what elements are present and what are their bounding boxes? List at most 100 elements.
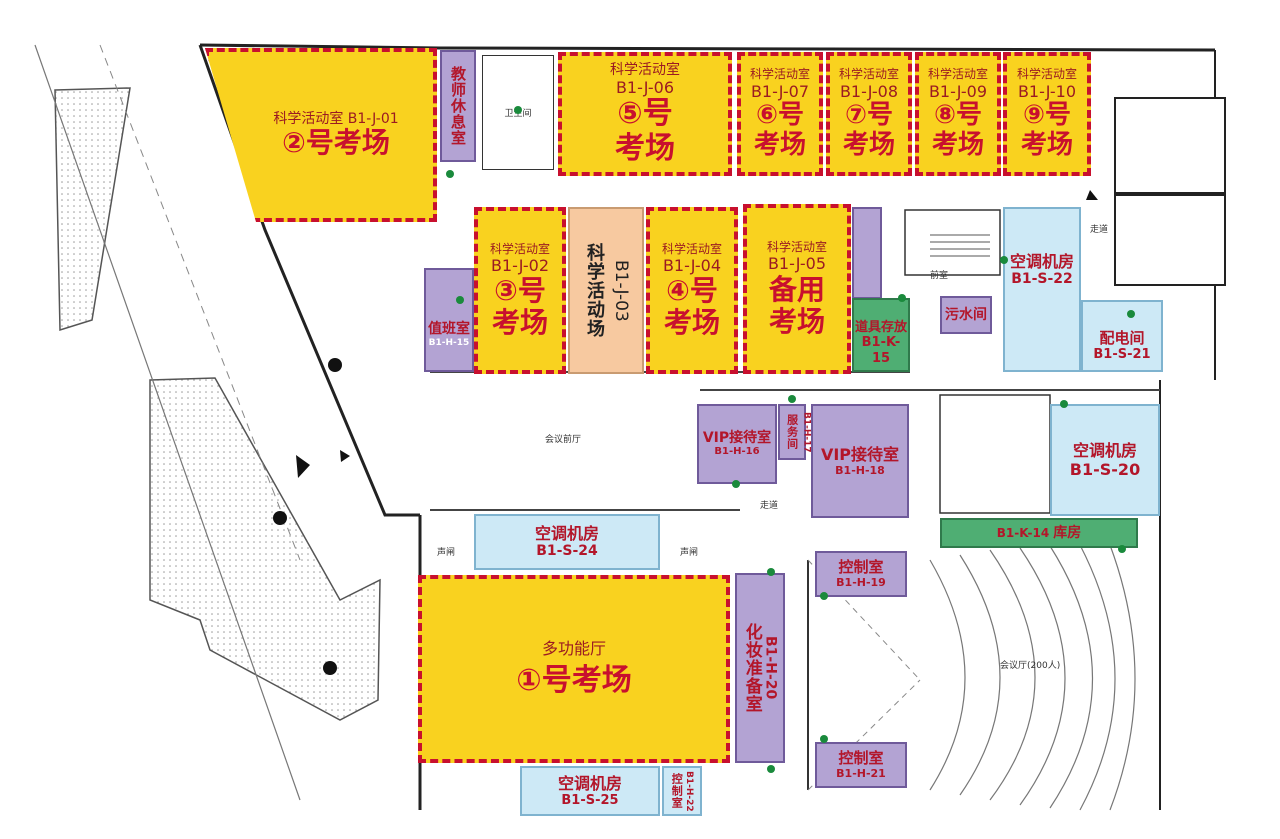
- exam-room-9[interactable]: 科学活动室 B1-J-10 ⑨号 考场: [1003, 52, 1091, 176]
- room-code: B1-H-19: [836, 576, 886, 590]
- vip-reception-16[interactable]: VIP接待室 B1-H-16: [697, 404, 777, 484]
- power-room[interactable]: 配电间 B1-S-21: [1081, 300, 1163, 372]
- prop-storage[interactable]: 道具存放 B1-K-15: [852, 298, 910, 372]
- ac-room-s22[interactable]: 空调机房 B1-S-22: [1003, 207, 1081, 372]
- room-name: 污水间: [945, 306, 987, 323]
- marker-dot: [788, 395, 796, 403]
- room-code: B1-S-24: [536, 543, 598, 560]
- sound-lock-label-2: 声闸: [680, 548, 699, 558]
- room-name: 控制室: [838, 749, 884, 768]
- room-name: 空调机房: [534, 524, 599, 543]
- marker-dot: [456, 296, 464, 304]
- room-code: B1-H-22: [683, 770, 694, 812]
- ac-room-s25[interactable]: 空调机房 B1-S-25: [520, 766, 660, 816]
- control-room-22[interactable]: 控制室 B1-H-22: [662, 766, 702, 816]
- room-name: 空调机房: [557, 773, 622, 793]
- makeup-prep-room[interactable]: 化妆准备室 B1-H-20: [735, 573, 785, 763]
- fire-room-1: [1114, 97, 1226, 194]
- room-sub-label: 多功能厅: [541, 639, 606, 659]
- service-room[interactable]: 服务间: [778, 404, 806, 460]
- room-code: B1-H-17: [801, 411, 812, 453]
- vip-reception-18[interactable]: VIP接待室 B1-H-18: [811, 404, 909, 518]
- ac-room-s20[interactable]: 空调机房 B1-S-20: [1050, 404, 1160, 516]
- room-exam-label: 考场: [1020, 129, 1073, 160]
- control-room-19[interactable]: 控制室 B1-H-19: [815, 551, 907, 597]
- room-code: B1-J-08: [839, 81, 899, 101]
- exam-room-5[interactable]: 科学活动室 B1-J-06 ⑤号 考场: [558, 52, 732, 176]
- auditorium-label: 会议厅(200人): [1000, 661, 1061, 671]
- science-activity-field[interactable]: 科学活动场 B1-J-03: [568, 207, 644, 374]
- landscape-area-bottom: [149, 377, 381, 721]
- toilet-block: [939, 394, 1051, 514]
- room-name: 科学活动场: [584, 243, 605, 338]
- room-code: B1-K-15: [861, 335, 901, 366]
- room-sub-label: 科学活动室: [610, 61, 680, 78]
- room-name: 教师休息室: [449, 66, 467, 146]
- room-exam-label: 考场: [615, 130, 675, 166]
- room-sub-label: 科学活动室 B1-J-01: [273, 110, 399, 127]
- room-code: B1-S-21: [1093, 347, 1151, 363]
- marker-dot: [767, 765, 775, 773]
- room-code: B1-J-04: [662, 255, 722, 275]
- marker-dot: [1127, 310, 1135, 318]
- marker-dot: [514, 106, 522, 114]
- exam-room-6[interactable]: 科学活动室 B1-J-07 ⑥号 考场: [737, 52, 823, 176]
- marker-dot: [898, 294, 906, 302]
- room-sub-label: 科学活动室: [927, 67, 988, 82]
- room-code: B1-H-20: [762, 636, 779, 700]
- room-name: VIP接待室: [702, 429, 772, 446]
- exam-room-1[interactable]: 多功能厅 ①号考场: [418, 575, 730, 763]
- room-name: 空调机房: [1072, 440, 1137, 460]
- teacher-lounge[interactable]: 教师休息室: [440, 50, 476, 162]
- room-name: 控制室: [670, 773, 684, 809]
- room-name: 控制室: [838, 558, 884, 577]
- room-sub-label: 科学活动室: [489, 241, 550, 256]
- room-exam-label: 考场: [931, 129, 984, 160]
- marker-dot: [1060, 400, 1068, 408]
- lobby-label: 会议前厅: [545, 435, 582, 445]
- exam-room-3[interactable]: 科学活动室 B1-J-02 ③号 考场: [474, 207, 566, 374]
- room-exam-label: ②号考场: [282, 126, 390, 160]
- room-number: ⑤号: [617, 96, 673, 132]
- room-code: B1-J-06: [615, 78, 675, 98]
- room-exam-label: 考场: [753, 129, 806, 160]
- room-number: ③号: [494, 274, 546, 308]
- room-code: B1-H-21: [836, 767, 886, 781]
- room-sub-label: 科学活动室: [749, 67, 810, 82]
- room-code: B1-J-07: [750, 81, 810, 101]
- room-number: ④号: [666, 274, 718, 308]
- front-room-label: 前室: [930, 271, 949, 281]
- room-number: ⑨号: [1022, 99, 1071, 130]
- outer-wall: [199, 43, 1216, 52]
- room-exam-label: ①号考场: [516, 663, 632, 699]
- sound-lock-label-1: 声闸: [437, 548, 456, 558]
- room-code: B1-S-25: [561, 792, 619, 808]
- marker-dot: [820, 592, 828, 600]
- sewage-room[interactable]: 污水间: [940, 296, 992, 334]
- room-number: ⑥号: [755, 99, 804, 130]
- room-sub-label: 科学活动室: [661, 241, 722, 256]
- room-sub-label: 科学活动室: [766, 240, 827, 255]
- service-room-code: B1-H-17: [798, 404, 814, 460]
- room-code: B1-S-20: [1069, 460, 1141, 479]
- corridor-label-2: 走道: [760, 501, 779, 511]
- exam-room-7[interactable]: 科学活动室 B1-J-08 ⑦号 考场: [826, 52, 912, 176]
- marker-dot: [767, 568, 775, 576]
- room-name: 道具存放: [854, 319, 907, 335]
- marker-dot: [1118, 545, 1126, 553]
- room-code: B1-H-18: [835, 464, 885, 477]
- duty-room[interactable]: 值班室 B1-H-15: [424, 268, 474, 372]
- ac-room-s24[interactable]: 空调机房 B1-S-24: [474, 514, 660, 570]
- room-code: B1-H-16: [714, 446, 760, 458]
- exam-room-reserve[interactable]: 科学活动室 B1-J-05 备用 考场: [743, 204, 851, 374]
- exam-room-8[interactable]: 科学活动室 B1-J-09 ⑧号 考场: [915, 52, 1001, 176]
- control-room-21[interactable]: 控制室 B1-H-21: [815, 742, 907, 788]
- room-name: 化妆准备室: [741, 623, 762, 713]
- marker-dot: [820, 735, 828, 743]
- auditorium-seating: [929, 544, 1136, 811]
- room-name: VIP接待室: [820, 444, 900, 464]
- room-exam-label: 考场: [491, 306, 548, 340]
- storage-k14[interactable]: B1-K-14 库房: [940, 518, 1138, 548]
- exam-room-4[interactable]: 科学活动室 B1-J-04 ④号 考场: [646, 207, 738, 374]
- fire-room-2: [1114, 194, 1226, 286]
